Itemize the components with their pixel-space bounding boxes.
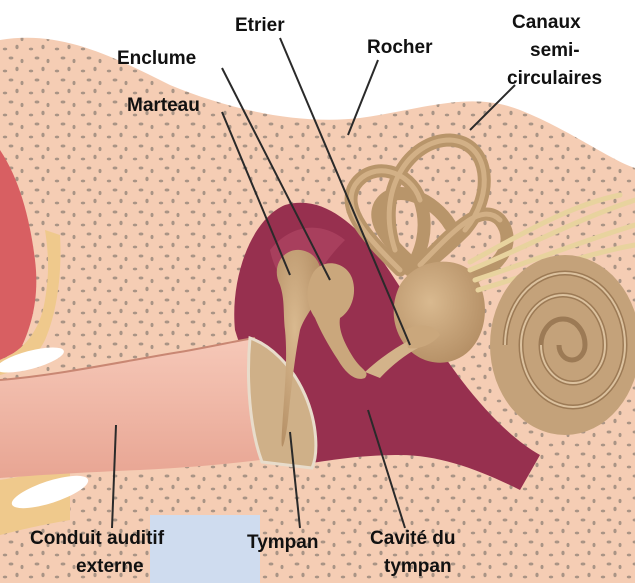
label-tympan: Tympan (247, 532, 318, 554)
label-cavite-line2: tympan (384, 556, 452, 578)
label-canaux-line2: semi- (530, 40, 580, 62)
label-cavite-line1: Cavité du (370, 528, 456, 550)
label-conduit-line2: externe (76, 556, 144, 578)
cochlea (490, 255, 635, 435)
lower-background (150, 515, 260, 583)
label-conduit-line1: Conduit auditif (30, 528, 164, 550)
label-canaux-line3: circulaires (507, 68, 602, 90)
label-marteau: Marteau (127, 95, 200, 117)
label-enclume: Enclume (117, 48, 196, 70)
label-etrier: Etrier (235, 15, 285, 37)
label-canaux-line1: Canaux (512, 12, 581, 34)
label-rocher: Rocher (367, 37, 432, 59)
